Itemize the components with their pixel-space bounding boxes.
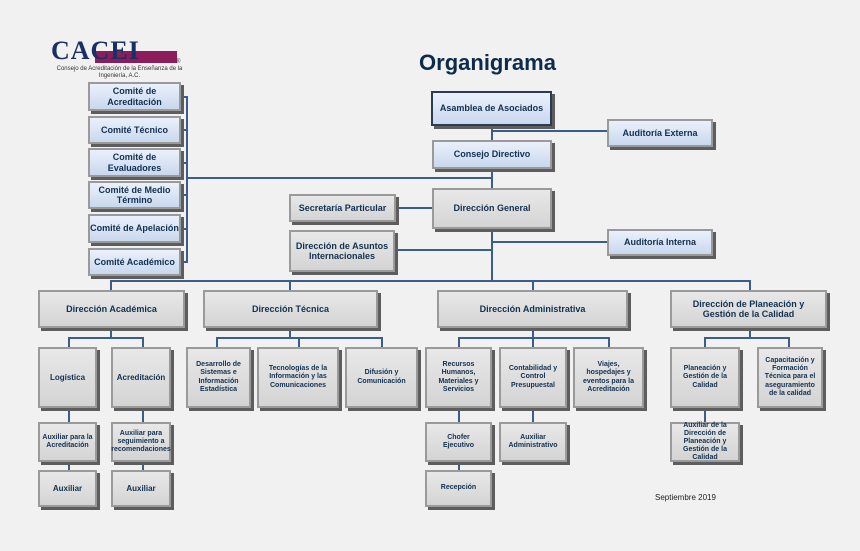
logo-registered-mark: ® [176,59,181,65]
committee-evaluadores: Comité de Evaluadores [88,148,181,177]
logo-subtitle: Consejo de Acreditación de la Enseñanza … [56,66,183,79]
unit-acreditacion: Acreditación [111,347,171,408]
committee-apelacion: Comité de Apelación [88,214,181,243]
logo-bar [95,51,177,63]
unit-contabilidad: Contabilidad y Control Presupuestal [499,347,567,408]
direccion-planeacion: Dirección de Planeación y Gestión de la … [670,290,827,328]
asamblea-de-asociados: Asamblea de Asociados [431,91,552,126]
unit-aux-seguimiento: Auxiliar para seguimiento a recomendacio… [111,422,171,462]
unit-aux-administrativo: Auxiliar Administrativo [499,422,567,462]
unit-viajes: Viajes, hospedajes y eventos para la Acr… [573,347,644,408]
direccion-academica: Dirección Académica [38,290,185,328]
unit-tic: Tecnologías de la Información y las Comu… [257,347,339,408]
unit-logistica: Logística [38,347,97,408]
committee-academico: Comité Académico [88,248,181,276]
unit-difusion: Difusión y Comunicación [345,347,418,408]
secretaria-particular: Secretaría Particular [289,194,396,222]
unit-desarrollo-sistemas: Desarrollo de Sistemas e Información Est… [186,347,251,408]
unit-aux-direccion-planeacion: Auxiliar de la Dirección de Planeación y… [670,422,740,462]
unit-planeacion-gestion: Planeación y Gestión de la Calidad [670,347,740,408]
unit-auxiliar-2: Auxiliar [111,470,171,507]
direccion-asuntos-internacionales: Dirección de Asuntos Internacionales [289,230,395,272]
date-label: Septiembre 2019 [655,493,716,502]
unit-recursos: Recursos Humanos, Materiales y Servicios [425,347,492,408]
unit-auxiliar-1: Auxiliar [38,470,97,507]
committee-acreditacion: Comité de Acreditación [88,82,181,111]
direccion-general: Dirección General [432,188,552,229]
auditoria-externa: Auditoría Externa [607,119,713,147]
unit-capacitacion: Capacitación y Formación Técnica para el… [757,347,823,408]
committee-medio-termino: Comité de Medio Término [88,181,181,209]
unit-chofer: Chofer Ejecutivo [425,422,492,462]
page-title: Organigrama [419,50,556,75]
unit-recepcion: Recepción [425,470,492,507]
auditoria-interna: Auditoría Interna [607,229,713,256]
direccion-administrativa: Dirección Administrativa [437,290,628,328]
committee-tecnico: Comité Técnico [88,116,181,144]
direccion-tecnica: Dirección Técnica [203,290,378,328]
logo-acronym: CACEI [51,36,140,65]
unit-aux-acreditacion: Auxiliar para la Acreditación [38,422,97,462]
consejo-directivo: Consejo Directivo [432,140,552,169]
